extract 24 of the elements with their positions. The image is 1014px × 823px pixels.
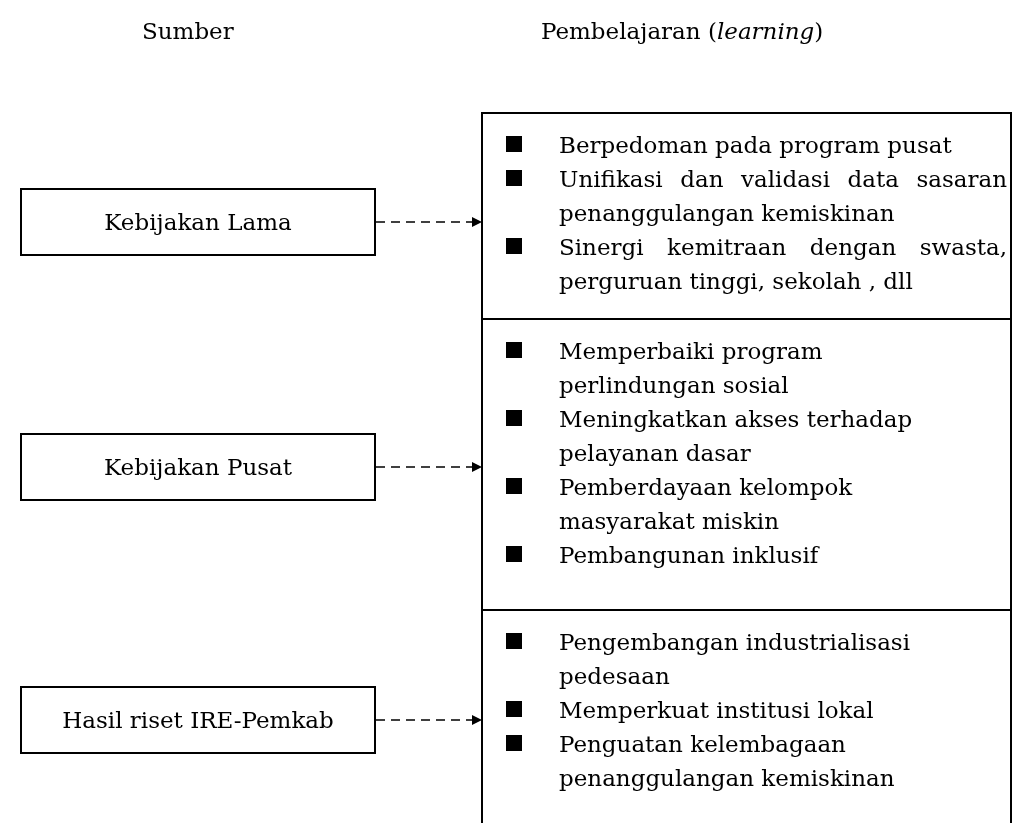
list-item-text: Penguatan kelembagaan penanggulangan kemiskinan xyxy=(559,730,896,793)
column-heading: Sumber xyxy=(142,18,234,44)
list-box xyxy=(481,112,1012,320)
source-box xyxy=(20,433,376,501)
source-label: Kebijakan Pusat xyxy=(104,454,292,480)
dashed-arrow xyxy=(375,462,482,472)
list-item-text: Memperbaiki program perlindungan sosial xyxy=(559,337,824,400)
list-item-text: Meningkatkan akses terhadap pelayanan dasar xyxy=(559,405,914,468)
dashed-arrow xyxy=(375,715,482,725)
list-item-text: Berpedoman pada program pusat xyxy=(559,131,953,160)
source-box xyxy=(20,686,376,754)
list-item-text: Memperkuat institusi lokal xyxy=(559,696,875,725)
source-label: Kebijakan Lama xyxy=(104,209,292,235)
list-item-text: Pemberdayaan kelompok masyarakat miskin xyxy=(559,473,854,536)
list-item-text: Sinergi kemitraan dengan swasta, perguruan tinggi, sekolah , dll xyxy=(559,233,1007,296)
list-box xyxy=(481,318,1012,611)
list-item-text: Pembangunan inklusif xyxy=(559,541,821,570)
source-label: Hasil riset IRE-Pemkab xyxy=(62,707,334,733)
list-box xyxy=(481,609,1012,823)
list-item-text: Unifikasi dan validasi data sasaran penanggulangan kemiskinan xyxy=(559,165,1007,228)
source-box xyxy=(20,188,376,256)
dashed-arrow xyxy=(375,217,482,227)
list-item-text: Pengembangan industrialisasi pedesaan xyxy=(559,628,912,691)
column-heading: Pembelajaran (learning) xyxy=(541,18,824,44)
